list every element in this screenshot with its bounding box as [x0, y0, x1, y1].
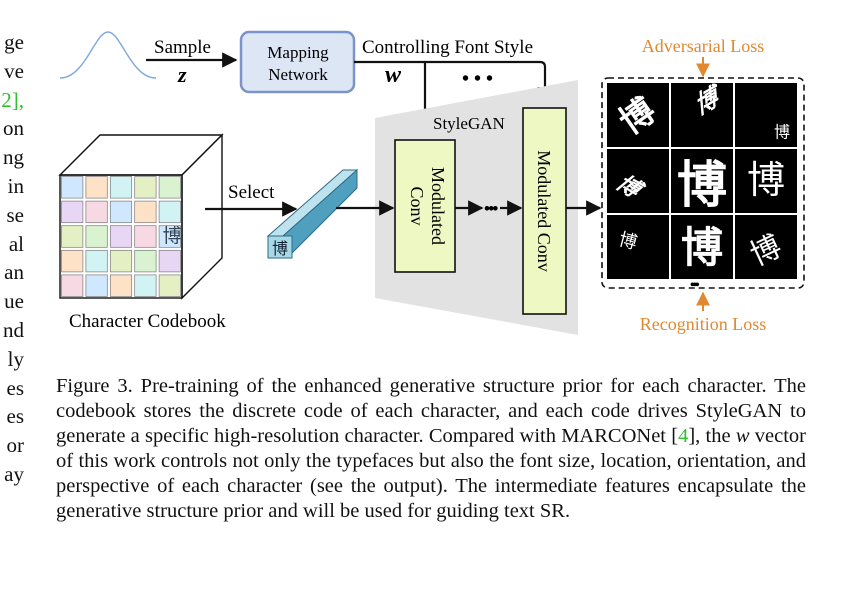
- modulated-conv-1-line1: Modulated: [428, 167, 448, 245]
- caption-cite[interactable]: 4: [678, 425, 689, 447]
- prism-char: 博: [272, 240, 288, 258]
- output-glyph: 博: [774, 124, 790, 142]
- w-symbol: w: [385, 62, 402, 88]
- output-cell: [671, 215, 733, 279]
- codebook-cell: [109, 200, 133, 224]
- left-line: se: [6, 202, 25, 227]
- codebook-cell: [158, 249, 181, 273]
- left-line: es: [6, 375, 25, 400]
- output-glyph: 博: [696, 80, 719, 121]
- modulated-conv-2-label: Modulated Conv: [534, 150, 554, 272]
- caption-prefix: Figure 3. Pre-training of the enhanced g…: [56, 375, 806, 447]
- mapping-network-label-line2: Network: [268, 65, 328, 84]
- output-glyph: 博: [677, 157, 727, 213]
- codebook-label: Character Codebook: [69, 311, 226, 332]
- output-glyph: 博: [681, 225, 723, 272]
- controlling-label: Controlling Font Style: [362, 37, 533, 58]
- left-line: ve: [4, 58, 24, 83]
- codebook-cell: [158, 225, 181, 248]
- left-column-text: ge ve 2], on ng in se al an ue nd ly es …: [0, 28, 24, 489]
- caption-suffix: vector of this work controls not only th…: [56, 425, 806, 522]
- left-line: ly: [7, 346, 24, 371]
- gaussian-curve: [59, 31, 157, 79]
- output-cell: [735, 83, 797, 147]
- left-line: ng: [3, 145, 24, 170]
- output-cell: [735, 149, 797, 213]
- codebook-cell: [158, 200, 181, 224]
- codebook-cell: [61, 249, 84, 273]
- left-line: es: [6, 404, 25, 429]
- sample-label: Sample: [154, 37, 211, 58]
- left-line: al: [8, 231, 24, 256]
- left-line: on: [3, 116, 24, 141]
- left-cite: 2],: [1, 87, 24, 112]
- codebook-cell: [85, 176, 108, 199]
- architecture-figure: Sample z Mapping Network w Controlling F…: [58, 30, 805, 335]
- output-character-grid: 博博博博博博博博博: [607, 80, 797, 279]
- codebook-cell: [109, 176, 133, 199]
- output-ellipsis: • • •: [690, 278, 700, 293]
- codebook-cell: [61, 225, 84, 248]
- codebook-cell: [109, 225, 133, 248]
- codebook-cell: [134, 200, 157, 224]
- codebook-char: 博: [162, 225, 181, 247]
- select-label: Select: [228, 182, 275, 203]
- code-prism: 博: [266, 168, 359, 259]
- left-line: 2],: [0, 86, 24, 115]
- recognition-loss-label: Recognition Loss: [640, 314, 767, 334]
- codebook-cell: [158, 176, 181, 199]
- caption-middle: ], the: [688, 425, 736, 447]
- codebook-cell: [85, 225, 108, 248]
- figure-caption: Figure 3. Pre-training of the enhanced g…: [56, 374, 806, 524]
- codebook-cell: [61, 274, 84, 297]
- codebook-cell: [61, 176, 84, 199]
- output-cell: [607, 83, 669, 147]
- codebook-cell: [85, 249, 108, 273]
- output-glyph: 博: [617, 229, 640, 253]
- modulated-conv-1: [394, 139, 456, 273]
- codebook-cell: [109, 249, 133, 273]
- codebook-cell: [134, 274, 157, 297]
- codebook-cell: [134, 225, 157, 248]
- adversarial-loss-label: Adversarial Loss: [642, 36, 764, 56]
- output-cell: [671, 149, 733, 213]
- left-line: nd: [3, 317, 24, 342]
- caption-w-symbol: w: [735, 425, 750, 447]
- codebook-cell: [85, 274, 108, 297]
- output-cell: [671, 83, 733, 147]
- codebook-cell: [61, 200, 84, 224]
- output-cell: [607, 149, 669, 213]
- stylegan-label: StyleGAN: [433, 114, 505, 133]
- output-cell: [607, 215, 669, 279]
- output-glyph: 博: [747, 160, 785, 202]
- output-cell: [735, 215, 797, 279]
- left-line: ue: [4, 289, 24, 314]
- left-line: an: [4, 260, 24, 285]
- left-line: ge: [4, 30, 24, 54]
- mapping-network-label-line1: Mapping: [267, 43, 329, 62]
- z-symbol: z: [177, 62, 187, 87]
- character-codebook-cube: 博: [58, 133, 224, 300]
- codebook-cell: [85, 200, 108, 224]
- left-line: ay: [4, 461, 24, 486]
- codebook-cell: [109, 274, 133, 297]
- left-line: in: [7, 173, 24, 198]
- codebook-cell: [158, 274, 181, 297]
- codebook-cell: [134, 249, 157, 273]
- output-grid-frame: [601, 77, 805, 289]
- codebook-cell: [134, 176, 157, 199]
- modulated-conv-2: [522, 107, 567, 315]
- ellipsis-top: • • •: [462, 68, 493, 90]
- left-line: or: [6, 433, 25, 458]
- w-arrow-to-conv2: [537, 60, 553, 103]
- modulated-conv-1-line2: Conv: [407, 186, 427, 225]
